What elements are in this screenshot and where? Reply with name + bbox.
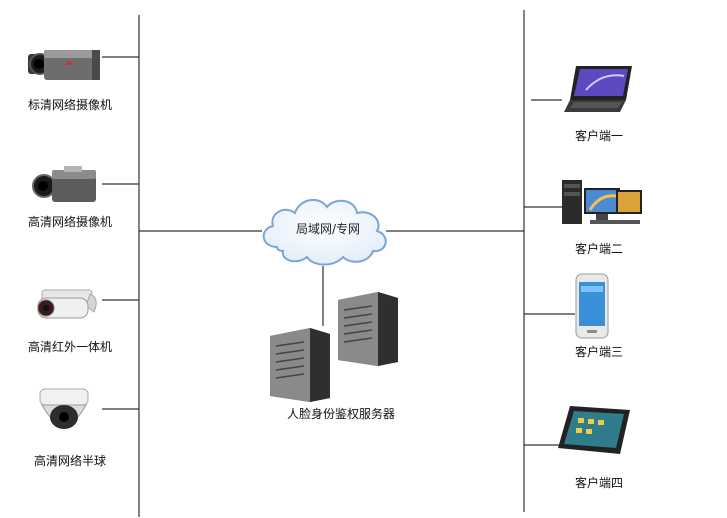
- camera-4-label: 高清网络半球: [33, 454, 106, 468]
- cloud-icon: [262, 198, 387, 266]
- dome-camera-icon: [39, 388, 89, 429]
- client-4-label: 客户端四: [574, 476, 623, 490]
- box-camera-icon: [28, 50, 100, 80]
- network-label: 局域网/专网: [295, 222, 361, 236]
- server-label: 人脸身份鉴权服务器: [286, 407, 395, 421]
- camera-2-label: 高清网络摄像机: [27, 215, 112, 229]
- client-1-label: 客户端一: [574, 129, 623, 143]
- server-tower-icon: [338, 292, 398, 366]
- box-camera-icon: [32, 166, 96, 202]
- desktop-computer-icon: [562, 180, 642, 224]
- laptop-icon: [564, 66, 632, 112]
- camera-1-label: 标清网络摄像机: [27, 98, 112, 112]
- smartphone-icon: [575, 273, 609, 339]
- client-3-label: 客户端三: [574, 345, 623, 359]
- tablet-icon: [558, 406, 630, 454]
- client-2-label: 客户端二: [574, 242, 623, 256]
- camera-3-label: 高清红外一体机: [27, 340, 112, 354]
- server-tower-icon: [270, 328, 330, 402]
- bullet-camera-icon: [37, 289, 97, 319]
